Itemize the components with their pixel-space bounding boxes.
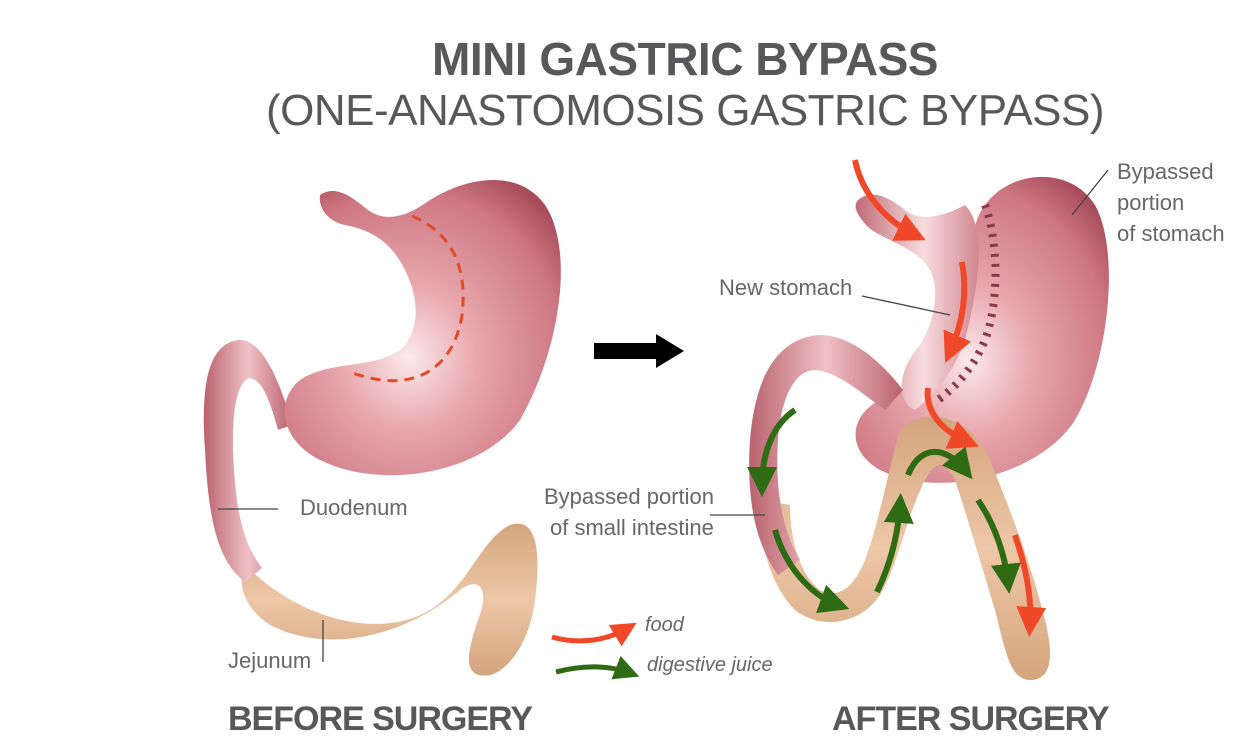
bypassed-duodenum-shape <box>749 335 903 575</box>
juice-arrow-4 <box>905 446 973 480</box>
new-stomach-leader <box>861 295 951 316</box>
juice-arrow-3 <box>874 493 914 594</box>
duodenum-label: Duodenum <box>300 495 408 520</box>
food-arrow-1 <box>852 159 926 241</box>
after-surgery-caption: AFTER SURGERY <box>832 700 1110 738</box>
duodenum-shape <box>203 340 292 582</box>
food-arrow-2 <box>943 261 972 363</box>
juice-arrow-5 <box>975 498 1021 594</box>
bypassed-stomach-leader <box>1071 169 1109 216</box>
bypassed-intestine-label-line2: of small intestine <box>550 515 714 540</box>
before-surgery-illustration <box>203 180 561 676</box>
jejunum-shape <box>241 523 538 676</box>
jejunum-label: Jejunum <box>228 648 312 673</box>
bypassed-stomach-label-line2: portion <box>1117 190 1185 215</box>
legend-food-label: food <box>645 614 684 636</box>
planned-cut-line <box>349 214 465 383</box>
bypassed-stomach-label-line1: Bypassed <box>1117 159 1214 184</box>
food-arrow-3 <box>924 387 980 449</box>
transition-arrow <box>594 334 684 368</box>
legend-juice-label: digestive juice <box>647 654 773 676</box>
juice-arrow-2 <box>772 529 850 614</box>
legend-food-arrow <box>551 622 637 647</box>
legend <box>551 622 640 680</box>
page-subtitle: (ONE-ANASTOMOSIS GASTRIC BYPASS) <box>265 86 1105 135</box>
after-surgery-illustration <box>710 159 1109 680</box>
page-title: MINI GASTRIC BYPASS <box>432 33 938 85</box>
before-surgery-caption: BEFORE SURGERY <box>228 700 533 738</box>
food-arrow-4 <box>1012 534 1047 637</box>
bypassed-intestine-shape <box>759 416 1050 680</box>
bypassed-intestine-label-line1: Bypassed portion <box>544 484 714 509</box>
bypassed-stomach-label-line3: of stomach <box>1117 221 1225 246</box>
legend-juice-arrow <box>555 655 640 680</box>
new-stomach-label: New stomach <box>719 275 853 300</box>
juice-arrow-1 <box>747 407 797 497</box>
stomach-shape <box>284 180 561 476</box>
